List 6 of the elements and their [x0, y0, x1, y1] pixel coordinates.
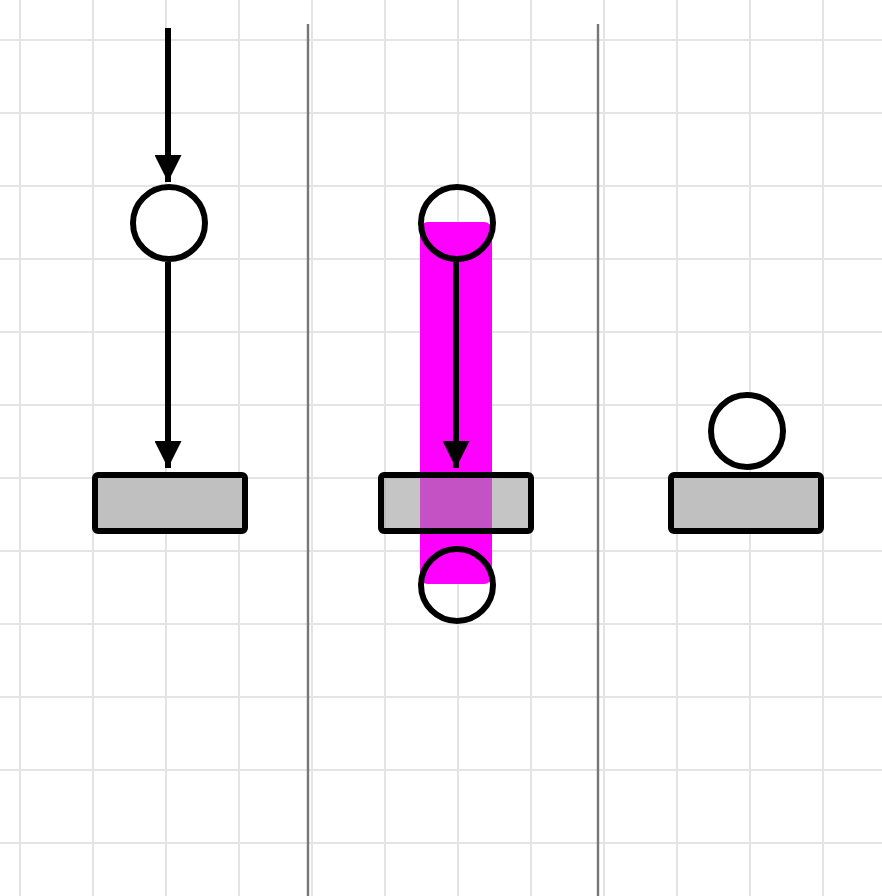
- platform-bar: [92, 472, 248, 534]
- platform-bar: [378, 472, 534, 534]
- arrow: [442, 262, 470, 468]
- arrow: [154, 262, 182, 468]
- platform-bar: [668, 472, 824, 534]
- arrow: [154, 28, 182, 182]
